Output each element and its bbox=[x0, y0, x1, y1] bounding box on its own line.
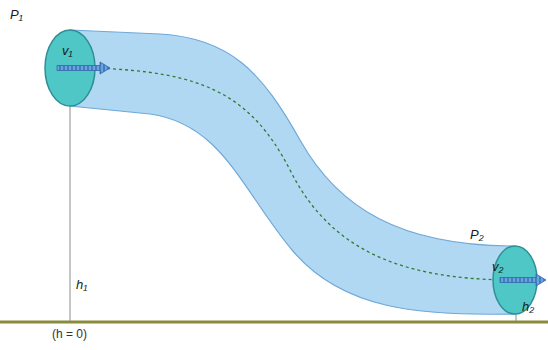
velocity-arrow bbox=[500, 274, 546, 286]
height-label: h₂ bbox=[522, 300, 534, 314]
reference-label: (h = 0) bbox=[52, 328, 87, 341]
pressure-label: P₁ bbox=[10, 8, 23, 22]
ground-line bbox=[0, 321, 548, 324]
pressure-label: P₂ bbox=[470, 228, 484, 242]
velocity-arrow bbox=[57, 62, 110, 74]
height-line bbox=[516, 314, 517, 321]
streamline bbox=[95, 68, 505, 280]
velocity-label: v₂ bbox=[492, 260, 503, 274]
height-label: h₁ bbox=[76, 278, 87, 292]
height-line bbox=[70, 106, 71, 321]
pipe-body bbox=[70, 30, 515, 314]
velocity-label: v₁ bbox=[62, 44, 73, 58]
